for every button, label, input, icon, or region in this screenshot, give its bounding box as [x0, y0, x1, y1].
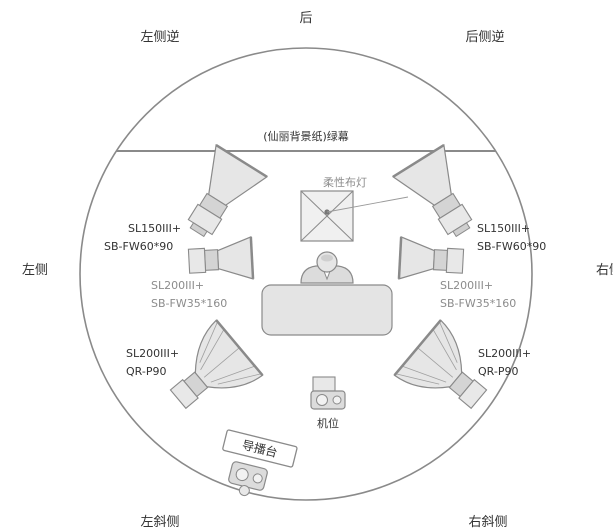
- direction-right: 右侧: [596, 263, 613, 278]
- softbox-top-left-icon: [187, 143, 269, 238]
- direction-left: 左侧: [22, 263, 48, 278]
- direction-back-right: 后侧逆: [465, 29, 504, 45]
- light-top-right-modifier: SB-FW60*90: [477, 240, 546, 253]
- light-mid-right-model: SL200III+: [440, 279, 493, 292]
- light-top-right-model: SL150III+: [477, 222, 530, 235]
- softbox-mid-right-icon: [397, 236, 465, 280]
- light-bottom-right-model: SL200III+: [478, 347, 531, 360]
- light-bottom-left-modifier: QR-P90: [126, 365, 166, 378]
- direction-front-right: 右斜侧: [468, 515, 507, 530]
- light-mid-left-modifier: SB-FW35*160: [151, 297, 227, 310]
- parabolic-softbox-bottom-right-icon: [393, 319, 488, 410]
- director-camera-icon: [228, 461, 268, 497]
- camera-label: 机位: [317, 416, 339, 430]
- soft-panel-light-label: 柔性布灯: [323, 175, 367, 189]
- studio-circle: [79, 47, 533, 501]
- soft-panel-light-icon: [300, 190, 409, 242]
- camera-icon: [310, 376, 346, 410]
- light-top-left-model: SL150III+: [128, 222, 181, 235]
- light-bottom-right-modifier: QR-P90: [478, 365, 518, 378]
- direction-front-left: 左斜侧: [140, 515, 179, 530]
- softbox-top-right-icon: [391, 143, 473, 238]
- softbox-mid-left-icon: [187, 236, 255, 280]
- host-person-icon: [300, 251, 354, 284]
- direction-back-left: 左侧逆: [140, 29, 179, 45]
- director-console: 导播台: [222, 429, 298, 468]
- light-mid-right-modifier: SB-FW35*160: [440, 297, 516, 310]
- direction-back: 后: [299, 11, 312, 26]
- host-desk: [261, 284, 393, 336]
- parabolic-softbox-bottom-left-icon: [169, 319, 264, 410]
- backdrop-label: (仙丽背景纸)绿幕: [263, 129, 349, 143]
- light-bottom-left-model: SL200III+: [126, 347, 179, 360]
- light-mid-left-model: SL200III+: [151, 279, 204, 292]
- light-top-left-modifier: SB-FW60*90: [104, 240, 173, 253]
